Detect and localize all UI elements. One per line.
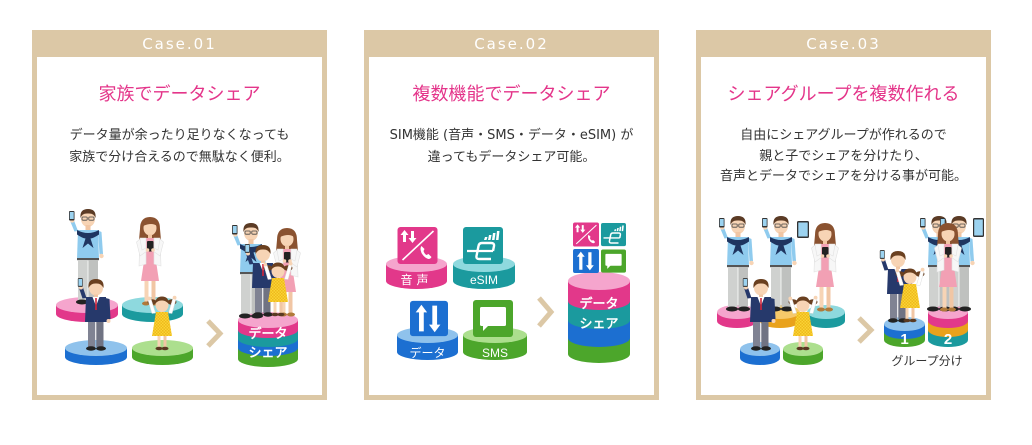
case-title: 家族でデータシェア [98, 84, 261, 105]
case-body [701, 57, 986, 395]
case-card-01: Case.01 家族でデータシェア データ量が余ったり足りなくなっても 家族で分… [32, 30, 327, 400]
description-line: 違ってもデータシェア可能。 [427, 150, 596, 165]
case-body [369, 57, 654, 395]
description-line: 家族で分け合えるので無駄なく便利。 [69, 150, 290, 165]
case-header: Case.02 [474, 35, 549, 53]
case-header: Case.03 [806, 35, 881, 53]
description-line: データ量が余ったり足りなくなっても [69, 128, 290, 143]
case-title: シェアグループを複数作れる [727, 84, 960, 105]
case-description: 自由にシェアグループが作れるので 親と子でシェアを分けたり、 音声とデータでシェ… [701, 126, 986, 188]
case-card-03: Case.03 シェアグループを複数作れる 自由にシェアグループが作れるので 親… [696, 30, 991, 400]
description-line: 自由にシェアグループが作れるので [740, 128, 947, 143]
case-header: Case.01 [142, 35, 217, 53]
case-description: データ量が余ったり足りなくなっても 家族で分け合えるので無駄なく便利。 [37, 125, 322, 169]
case-body [37, 57, 322, 395]
case-description: SIM機能 (音声・SMS・データ・eSIM) が 違ってもデータシェア可能。 [369, 125, 654, 169]
description-line: 親と子でシェアを分けたり、 [759, 148, 928, 164]
description-line: 音声とデータでシェアを分ける事が可能。 [719, 169, 967, 184]
description-line: SIM機能 (音声・SMS・データ・eSIM) が [389, 128, 634, 143]
case-card-02: Case.02 複数機能でデータシェア SIM機能 (音声・SMS・データ・eS… [364, 30, 659, 400]
case-title: 複数機能でデータシェア [412, 84, 611, 105]
